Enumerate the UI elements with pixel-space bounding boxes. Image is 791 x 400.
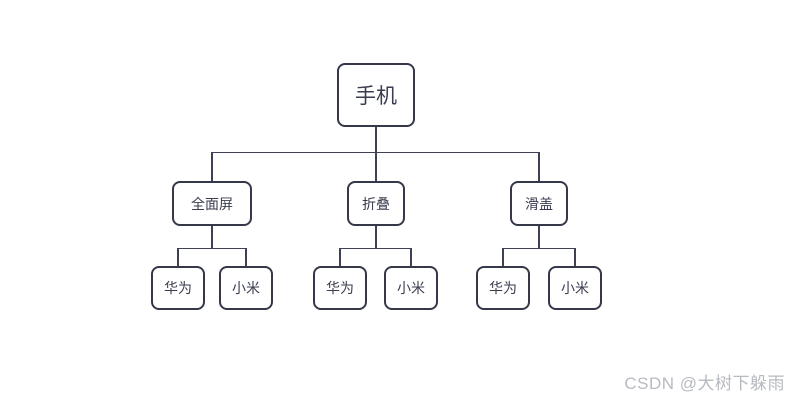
node-root-phone: 手机 (337, 63, 415, 127)
connector-root-trunk (375, 127, 377, 181)
connector-branch-span (503, 248, 576, 249)
connector-leaf-stub (502, 248, 504, 266)
connector-root-span (212, 152, 540, 153)
connector-branch-stub (538, 152, 540, 181)
connector-leaf-stub (574, 248, 576, 266)
connector-branch-trunk (375, 226, 377, 248)
node-leaf-huawei: 华为 (313, 266, 367, 310)
connector-branch-span (178, 248, 247, 249)
connector-branch-stub (211, 152, 213, 181)
connector-branch-trunk (211, 226, 213, 248)
connector-branch-span (340, 248, 412, 249)
node-branch-fold: 折叠 (347, 181, 405, 226)
node-leaf-xiaomi: 小米 (219, 266, 273, 310)
connector-leaf-stub (245, 248, 247, 266)
connector-leaf-stub (177, 248, 179, 266)
node-branch-fullscreen: 全面屏 (172, 181, 252, 226)
node-leaf-xiaomi: 小米 (384, 266, 438, 310)
connector-leaf-stub (339, 248, 341, 266)
node-leaf-huawei: 华为 (151, 266, 205, 310)
csdn-watermark: CSDN @大树下躲雨 (624, 374, 785, 393)
connector-branch-trunk (538, 226, 540, 248)
node-leaf-xiaomi: 小米 (548, 266, 602, 310)
node-leaf-huawei: 华为 (476, 266, 530, 310)
node-branch-slider: 滑盖 (510, 181, 568, 226)
connector-leaf-stub (410, 248, 412, 266)
